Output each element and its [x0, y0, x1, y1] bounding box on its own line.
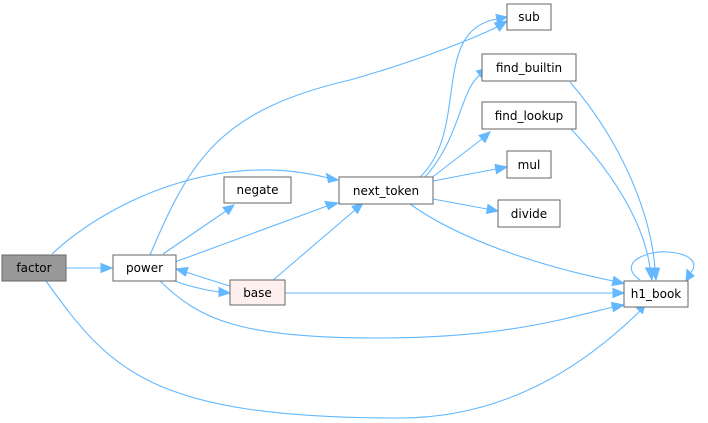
node-divide[interactable]: divide	[497, 199, 561, 228]
edge-factor-power	[66, 262, 114, 274]
edge-factor-next_token	[51, 169, 340, 255]
node-h1_book[interactable]: h1_book	[623, 280, 689, 308]
node-find_builtin[interactable]: find_builtin	[481, 53, 577, 82]
edge-base-next_token	[271, 202, 365, 282]
edge-h1_book-self	[631, 251, 695, 282]
node-negate[interactable]: negate	[223, 176, 292, 204]
node-next_token[interactable]: next_token	[338, 176, 434, 205]
node-base-label: base	[243, 286, 272, 300]
edge-factor-h1_book	[45, 280, 646, 419]
node-power-label: power	[126, 261, 163, 275]
node-power[interactable]: power	[112, 254, 177, 282]
edge-find_lookup-h1_book	[569, 127, 656, 282]
node-divide-label: divide	[511, 207, 547, 221]
edge-base-power	[174, 266, 231, 287]
node-h1_book-label: h1_book	[631, 287, 682, 301]
node-find_lookup-label: find_lookup	[495, 109, 564, 123]
node-next_token-label: next_token	[353, 184, 419, 198]
edge-power-sub	[149, 20, 509, 256]
edge-next_token-divide	[432, 198, 500, 215]
node-find_builtin-label: find_builtin	[496, 61, 562, 75]
edge-next_token-sub	[419, 13, 509, 178]
node-negate-label: negate	[236, 183, 278, 197]
edge-base-h1_book	[285, 287, 626, 299]
edge-next_token-h1_book	[409, 203, 626, 287]
edge-next_token-find_lookup	[429, 131, 491, 180]
edge-power-h1_book	[159, 280, 626, 339]
edge-power-negate	[162, 204, 236, 255]
node-mul[interactable]: mul	[506, 150, 552, 179]
node-base[interactable]: base	[229, 279, 286, 306]
edge-next_token-find_builtin	[423, 67, 488, 179]
edge-power-base	[171, 279, 232, 298]
node-mul-label: mul	[518, 158, 541, 172]
node-find_lookup[interactable]: find_lookup	[481, 101, 577, 130]
node-factor-label: factor	[16, 261, 51, 275]
node-factor[interactable]: factor	[1, 254, 67, 282]
edge-next_token-mul	[432, 163, 509, 182]
node-sub[interactable]: sub	[506, 3, 552, 31]
node-sub-label: sub	[518, 10, 539, 24]
edge-power-next_token	[174, 200, 340, 263]
